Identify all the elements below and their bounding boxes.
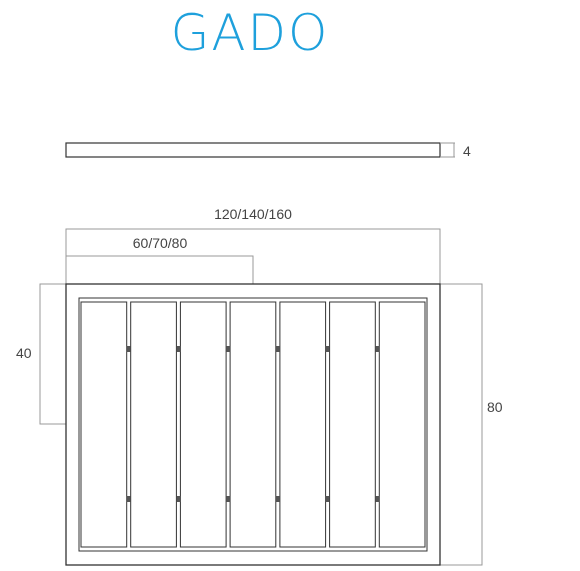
half-width-dimension-line [65,255,254,284]
partial-height-dimension-line [39,283,66,425]
slat [130,301,177,548]
slat-clip [325,496,330,502]
total-width-label: 120/140/160 [214,206,292,222]
slat [229,301,277,548]
slat-clip [375,496,380,502]
side-profile [65,142,455,158]
slat-clip [126,346,131,352]
slat [329,301,376,548]
total-height-dimension-line [440,283,483,566]
slat [378,301,426,548]
slat-clip [275,496,280,502]
slats-group [80,301,426,548]
slat-clip [275,346,280,352]
slat-clip [226,346,231,352]
thickness-label: 4 [463,143,471,159]
top-view-frame [65,283,441,566]
slat [80,301,128,548]
slat-clip [325,346,330,352]
total-height-label: 80 [487,399,503,415]
slat-clip [126,496,131,502]
slat-clip [176,346,181,352]
product-title: GADO [170,4,330,62]
slat [179,301,227,548]
half-width-label: 60/70/80 [133,235,188,251]
slat-clip [226,496,231,502]
slat-clip [375,346,380,352]
partial-height-label: 40 [16,345,32,361]
slat [279,301,327,548]
slat-clip [176,496,181,502]
